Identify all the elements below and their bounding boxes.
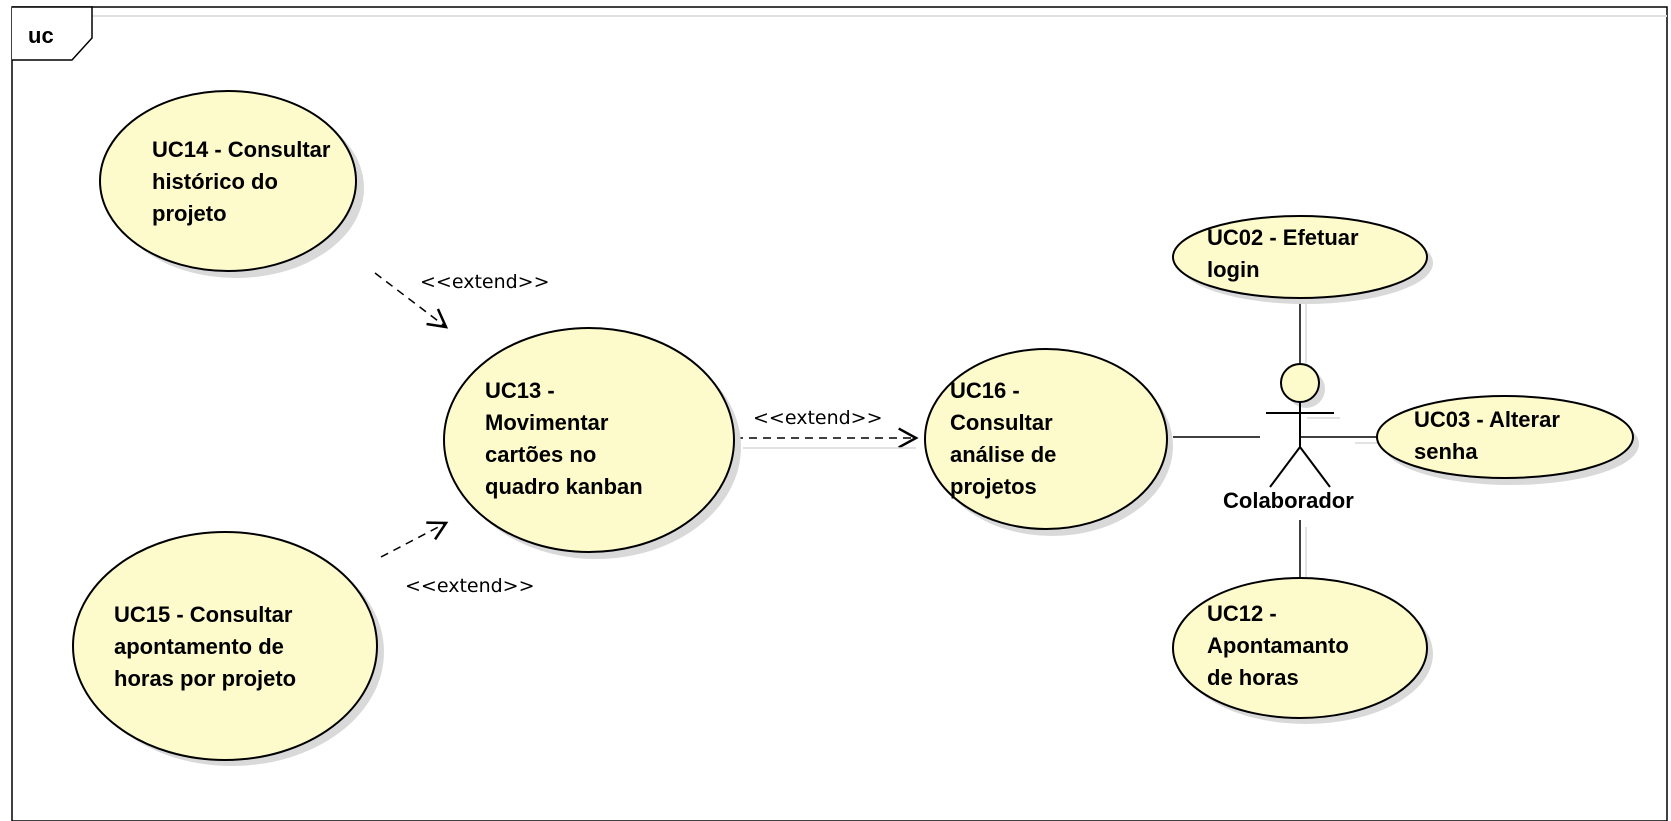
svg-text:horas por projeto: horas por projeto <box>114 666 296 691</box>
extend-relations: <<extend>> <<extend>> <<extend>> <box>374 271 919 597</box>
svg-text:UC16 -: UC16 - <box>950 378 1020 403</box>
uc12-line3: de horas <box>1207 665 1299 690</box>
svg-text:UC03 - Alterar: UC03 - Alterar <box>1414 407 1560 432</box>
uc02-line2: login <box>1207 257 1260 282</box>
svg-text:Movimentar: Movimentar <box>485 410 609 435</box>
uc02-line1: UC02 - Efetuar <box>1207 225 1359 250</box>
svg-text:UC15 - Consultar: UC15 - Consultar <box>114 602 293 627</box>
svg-text:projetos: projetos <box>950 474 1037 499</box>
usecase-uc02[interactable]: UC02 - Efetuar login <box>1172 215 1433 304</box>
uc03-line2: senha <box>1414 439 1478 464</box>
uc15-line3: horas por projeto <box>114 666 296 691</box>
uc15-line2: apontamento de <box>114 634 284 659</box>
actor-stick-figure-icon <box>1266 363 1340 488</box>
extend-label-uc13: <<extend>> <box>753 407 883 429</box>
extend-label-uc15: <<extend>> <box>405 575 535 597</box>
usecase-uc03[interactable]: UC03 - Alterar senha <box>1376 395 1639 485</box>
svg-text:cartões no: cartões no <box>485 442 596 467</box>
frame-tag: uc <box>28 23 54 48</box>
uc03-line1: UC03 - Alterar <box>1414 407 1560 432</box>
extend-line-uc14-uc13 <box>374 272 449 329</box>
svg-text:análise de: análise de <box>950 442 1056 467</box>
actor-name: Colaborador <box>1223 488 1354 513</box>
usecase-uc16[interactable]: UC16 - Consultar análise de projetos <box>924 348 1173 536</box>
svg-text:de horas: de horas <box>1207 665 1299 690</box>
uc15-line1: UC15 - Consultar <box>114 602 293 627</box>
svg-text:Apontamanto: Apontamanto <box>1207 633 1349 658</box>
svg-text:senha: senha <box>1414 439 1478 464</box>
uc16-line4: projetos <box>950 474 1037 499</box>
uc14-line1: UC14 - Consultar <box>152 137 331 162</box>
svg-text:UC02 - Efetuar: UC02 - Efetuar <box>1207 225 1359 250</box>
usecase-uc13[interactable]: UC13 - Movimentar cartões no quadro kanb… <box>443 327 741 559</box>
associations <box>1173 298 1380 583</box>
svg-text:login: login <box>1207 257 1260 282</box>
uc12-line1: UC12 - <box>1207 601 1277 626</box>
uc14-line3: projeto <box>152 201 227 226</box>
usecase-uc14[interactable]: UC14 - Consultar histórico do projeto <box>99 90 364 278</box>
uc13-line1: UC13 - <box>485 378 555 403</box>
svg-text:Consultar: Consultar <box>950 410 1053 435</box>
uc12-line2: Apontamanto <box>1207 633 1349 658</box>
uc16-line2: Consultar <box>950 410 1053 435</box>
uc13-line3: cartões no <box>485 442 596 467</box>
uc16-line1: UC16 - <box>950 378 1020 403</box>
uc13-line2: Movimentar <box>485 410 609 435</box>
extend-line-uc15-uc13 <box>380 521 449 558</box>
svg-text:UC14 - Consultar: UC14 - Consultar <box>152 137 331 162</box>
svg-text:histórico do: histórico do <box>152 169 278 194</box>
svg-text:projeto: projeto <box>152 201 227 226</box>
svg-text:quadro kanban: quadro kanban <box>485 474 643 499</box>
svg-text:apontamento de: apontamento de <box>114 634 284 659</box>
uc16-line3: análise de <box>950 442 1056 467</box>
uc14-line2: histórico do <box>152 169 278 194</box>
usecase-uc15[interactable]: UC15 - Consultar apontamento de horas po… <box>72 531 384 766</box>
use-cases: UC14 - Consultar histórico do projeto UC… <box>72 90 1639 766</box>
svg-text:UC12 -: UC12 - <box>1207 601 1277 626</box>
actor-colaborador[interactable]: Colaborador <box>1223 363 1354 513</box>
uc13-line4: quadro kanban <box>485 474 643 499</box>
usecase-uc12[interactable]: UC12 - Apontamanto de horas <box>1172 577 1433 724</box>
extend-label-uc14: <<extend>> <box>420 271 550 293</box>
svg-text:UC13 -: UC13 - <box>485 378 555 403</box>
